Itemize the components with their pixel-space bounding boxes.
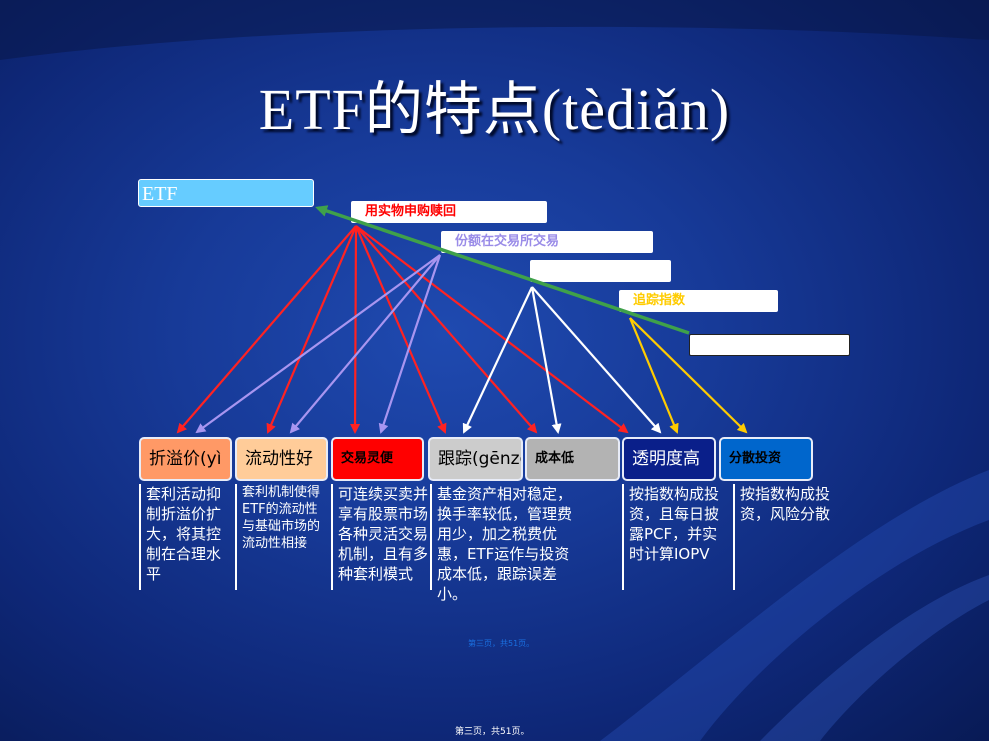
arrow-yellow-2 <box>629 317 748 434</box>
etf-root-box: ETF <box>138 179 314 207</box>
arrow-green-to-etf <box>315 205 690 335</box>
description-flexible-trading: 可连续买卖并享有股票市场各种灵活交易机制，且有多种套利模式 <box>331 484 428 590</box>
attribute-label-redemption: 用实物申购赎回 <box>351 201 547 223</box>
feature-label: 分散投资 <box>729 451 782 466</box>
arrow-white-3 <box>531 286 662 434</box>
arrow-red-6 <box>355 225 629 434</box>
arrow-purple-1 <box>195 254 441 434</box>
feature-label: 折溢价(yì <box>149 449 222 469</box>
arrow-red-5 <box>355 225 538 434</box>
description-low-cost: 基金资产相对稳定，换手率较低，管理费用少，加之税费优惠，ETF运作与投资成本低，… <box>430 484 580 603</box>
arrow-red-3 <box>350 225 361 434</box>
attribute-label-index-tracking: 追踪指数 <box>619 290 778 312</box>
feature-label: 透明度高 <box>632 449 700 469</box>
description-liquidity: 套利机制使得ETF的流动性与基础市场的流动性相接 <box>235 484 329 590</box>
feature-box-transparency: 透明度高 <box>622 437 716 481</box>
feature-box-liquidity: 流动性好 <box>235 437 328 481</box>
feature-label: 成本低 <box>535 451 575 466</box>
feature-box-tracking: 跟踪(gēnzō <box>428 437 523 481</box>
arrow-red-1 <box>176 225 357 434</box>
feature-label: 跟踪(gēnzō <box>438 449 523 469</box>
page-footer-faint: 第三页，共51页。 <box>468 639 535 648</box>
feature-box-diversified: 分散投资 <box>719 437 813 481</box>
description-diversified: 按指数构成投资，风险分散 <box>733 484 845 590</box>
description-transparency: 按指数构成投资，且每日披露PCF，并实时计算IOPV <box>622 484 729 590</box>
attribute-label-exchange-trading: 份额在交易所交易 <box>441 231 653 253</box>
feature-box-flexible-trading: 交易灵便 <box>331 437 424 481</box>
arrow-red-4 <box>354 225 447 434</box>
arrow-purple-2 <box>289 254 441 434</box>
arrow-yellow-1 <box>628 317 679 434</box>
slide-title: ETF的特点(tèdiǎn) <box>258 77 731 142</box>
arrow-red-2 <box>266 225 358 434</box>
arrow-white-2 <box>530 286 562 434</box>
feature-label: 流动性好 <box>245 449 313 469</box>
description-premium-discount: 套利活动抑制折溢价扩大，将其控制在合理水平 <box>139 484 231 590</box>
attribute-label-blank <box>689 334 850 356</box>
arrow-purple-3 <box>378 254 442 434</box>
feature-label: 交易灵便 <box>341 451 394 466</box>
feature-box-low-cost: 成本低 <box>525 437 620 481</box>
feature-box-premium-discount: 折溢价(yì <box>139 437 232 481</box>
page-footer: 第三页，共51页。 <box>455 727 530 737</box>
attribute-label-passive-management: 被动式管理 <box>530 260 671 282</box>
arrow-white-1 <box>462 286 533 434</box>
